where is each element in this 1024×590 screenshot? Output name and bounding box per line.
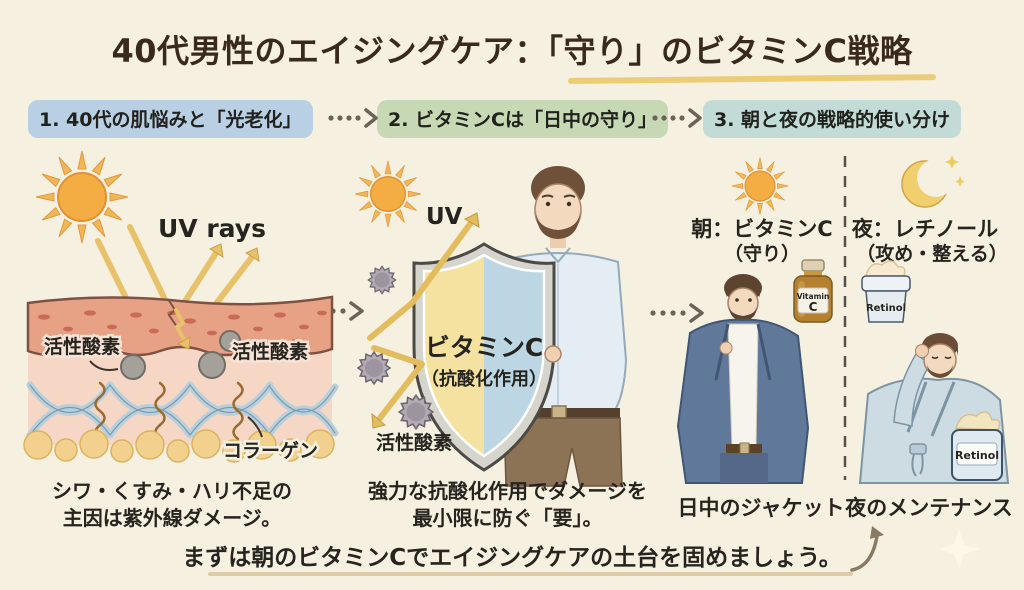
deflected-uv-arrows (367, 221, 473, 421)
step-heading-vitaminc: 2. ビタミンCは「日中の守り」 (377, 100, 668, 138)
dotted-arrow-icon (652, 108, 702, 128)
curl-arrow-icon (850, 526, 884, 572)
morning-caption: 日中のジャケット (677, 496, 845, 520)
retinol-jar-large-icon: Retinol (951, 411, 1003, 481)
retinol-jar-icon: Retinol (861, 260, 911, 323)
shield-icon (412, 242, 556, 472)
morning-subtitle: （守り） (724, 242, 800, 265)
vitaminc-shield-illustration: UV ビタミンC （抗酸化作用） (354, 160, 628, 487)
bottle-label-line1: Vitamin (797, 292, 830, 301)
collagen-fibers (26, 381, 339, 441)
uv-label: UV (426, 204, 463, 230)
sun-icon (35, 150, 129, 244)
moon-icon (901, 159, 955, 208)
epidermis-spots (38, 310, 327, 344)
retinol-jar-large-label: Retinol (955, 449, 999, 462)
collagen-label: コラーゲン (223, 440, 318, 462)
routine-illustration: 朝：ビタミンC （守り） Vitamin C (676, 155, 1010, 484)
night-caption: 夜のメンテナンス (845, 496, 1013, 520)
night-title: 夜：レチノール (851, 217, 998, 241)
sun-icon (731, 157, 789, 215)
sun-icon (354, 160, 422, 228)
title-underline (567, 74, 937, 84)
bottle-label-line2: C (809, 300, 818, 314)
sparkle-icon (939, 529, 979, 569)
collagen-coils (94, 381, 244, 441)
vitamin-c-bottle-icon: Vitamin C (793, 259, 833, 323)
night-subtitle: （攻め・整える） (856, 242, 1007, 265)
caption-line: 強力な抗酸化作用でダメージを (368, 479, 647, 503)
uv-rays-label: UV rays (158, 214, 266, 243)
free-radical-icon (367, 265, 397, 295)
photoaging-illustration: UV rays (23, 150, 339, 465)
hand-on-shield (544, 345, 562, 363)
reactive-oxygen-label-right: 活性酸素 (232, 340, 308, 363)
star-icon (945, 155, 959, 169)
skin-crack (167, 298, 178, 328)
free-radical-icon (357, 351, 391, 385)
shield-subtitle: （抗酸化作用） (421, 368, 547, 390)
skin-cross-section (23, 295, 339, 463)
step-heading-routine: 3. 朝と夜の戦略的使い分け (703, 100, 962, 138)
shield-title: ビタミンC (425, 333, 543, 362)
star-icon (955, 176, 965, 187)
fat-layer (23, 429, 335, 463)
morning-title: 朝：ビタミンC (691, 217, 832, 241)
footer-message: まずは朝のビタミンCでエイジングケアの土台を固めましょう。 (182, 545, 842, 571)
reactive-oxygen-label-left: 活性酸素 (44, 335, 120, 358)
page-title: 40代男性のエイジングケア：「守り」のビタミンC戦略 (111, 32, 913, 70)
reactive-oxygen-circles (120, 330, 241, 380)
suit-man-illustration (676, 274, 810, 484)
reactive-oxygen-label: 活性酸素 (376, 431, 452, 454)
caption-line: 主因は紫外線ダメージ。 (62, 506, 282, 530)
step-heading-photoaging: 1. 40代の肌悩みと「光老化」 (28, 100, 313, 138)
vitaminc-caption: 強力な抗酸化作用でダメージを 最小限に防ぐ「要」。 (345, 478, 670, 532)
dotted-arrow-icon (650, 303, 704, 323)
retinol-jar-label: Retinol (866, 303, 906, 314)
caption-line: シワ・くすみ・ハリ不足の (52, 479, 292, 503)
photoaging-caption: シワ・くすみ・ハリ不足の 主因は紫外線ダメージ。 (22, 478, 322, 532)
footer-underline (208, 572, 853, 576)
dotted-arrow-icon (328, 108, 378, 128)
caption-line: 最小限に防ぐ「要」。 (412, 506, 603, 530)
